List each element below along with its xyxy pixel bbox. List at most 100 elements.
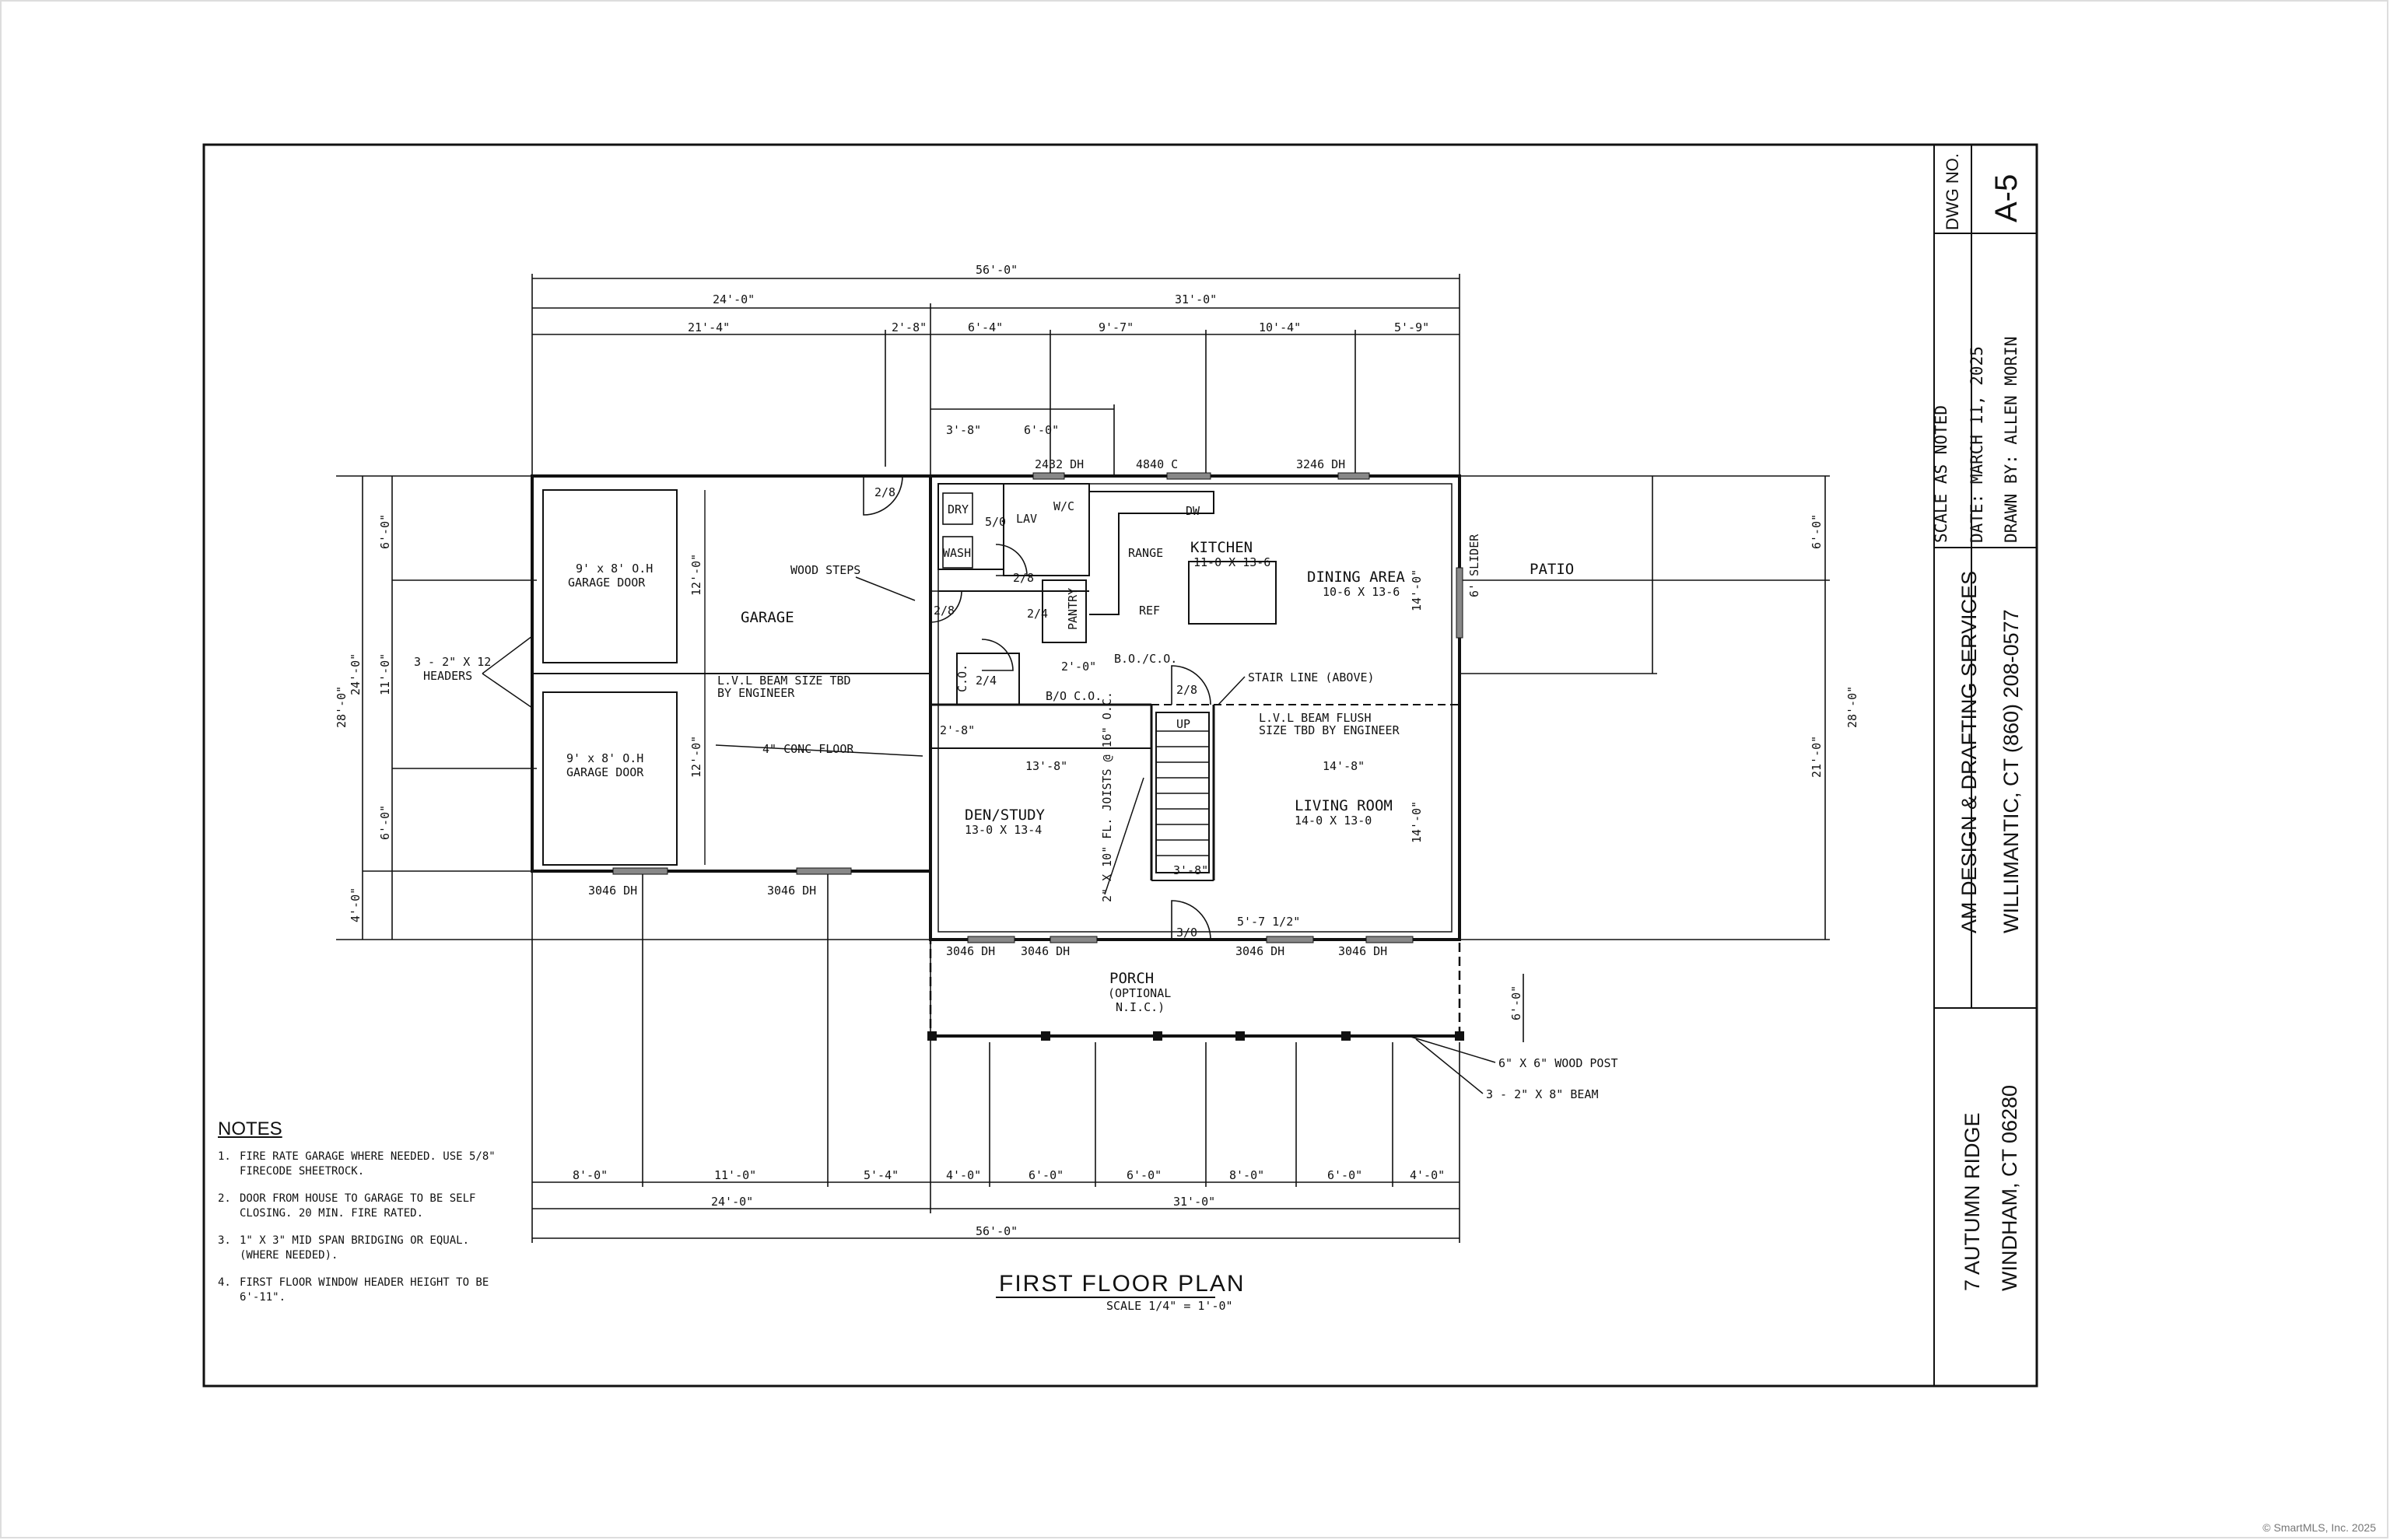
header-note: 3 - 2" X 12 xyxy=(414,655,491,669)
dim-left-sub-4: 4'-0" xyxy=(349,887,363,922)
door-tag-7: 3/0 xyxy=(1176,926,1197,940)
dim-top-sub-4: 9'-7" xyxy=(1099,320,1134,334)
room-living-size: 14-0 X 13-0 xyxy=(1295,814,1372,828)
window-bottom-3: 3046 DH xyxy=(946,944,995,958)
bo-co: B.O./C.O. xyxy=(1114,652,1177,666)
lvl-beam-2: L.V.L BEAM FLUSH xyxy=(1259,711,1372,725)
door-tag-5: 2/4 xyxy=(976,674,997,688)
dim-top-sub-5: 10'-4" xyxy=(1259,320,1301,334)
dim-den-width: 13'-8" xyxy=(1025,759,1067,773)
room-den: DEN/STUDY xyxy=(965,807,1046,824)
room-porch-note: (OPTIONAL xyxy=(1108,986,1171,1000)
note-item: 3.1" X 3" MID SPAN BRIDGING OR EQUAL. (W… xyxy=(218,1234,513,1263)
dim-bottom-total: 56'-0" xyxy=(976,1224,1018,1238)
wood-post-note: 6" X 6" WOOD POST xyxy=(1498,1056,1618,1070)
dim-garage-lower: 12'-0" xyxy=(689,736,703,778)
address-line-1: 7 AUTUMN RIDGE xyxy=(1961,1112,1984,1291)
dim-bottom-left: 24'-0" xyxy=(711,1195,753,1209)
dim-bottom-sub-1: 8'-0" xyxy=(573,1168,608,1182)
dimension-text: 56'-0" 24'-0" 31'-0" 21'-4" 2'-8" 6'-4" … xyxy=(335,263,1859,1238)
room-dw: DW xyxy=(1186,504,1200,518)
garage-door-2-size: 9' x 8' O.H xyxy=(566,751,643,765)
walls xyxy=(531,474,1461,1038)
dim-bottom-sub-2: 11'-0" xyxy=(714,1168,756,1182)
note-text: FIRST FLOOR WINDOW HEADER HEIGHT TO BE 6… xyxy=(240,1276,489,1304)
window-bottom-6: 3046 DH xyxy=(1338,944,1387,958)
dim-hall: 2'-0" xyxy=(1061,660,1096,674)
room-den-size: 13-0 X 13-4 xyxy=(965,823,1042,837)
wood-steps: WOOD STEPS xyxy=(790,563,860,577)
dim-bottom-sub-9: 4'-0" xyxy=(1410,1168,1445,1182)
dim-top-sub-2: 2'-8" xyxy=(892,320,927,334)
note-item: 4.FIRST FLOOR WINDOW HEADER HEIGHT TO BE… xyxy=(218,1276,513,1305)
dim-stair-width: 3'-8" xyxy=(1173,863,1208,877)
door-swings xyxy=(863,475,1211,940)
room-kitchen-size: 11-0 X 13-6 xyxy=(1193,555,1270,569)
dim-left-total: 28'-0" xyxy=(335,686,349,728)
company-name: AM DESIGN & DRAFTING SERVICES xyxy=(1957,571,1981,933)
leader-lines xyxy=(482,576,1496,1094)
dim-garage-upper: 12'-0" xyxy=(689,554,703,596)
note-text: FIRE RATE GARAGE WHERE NEEDED. USE 5/8" … xyxy=(240,1150,496,1178)
room-dry: DRY xyxy=(948,502,969,516)
joist-note: 2" X 10" FL. JOISTS @ 16" O.C. xyxy=(1100,691,1114,902)
note-number: 2. xyxy=(218,1192,231,1205)
window-bottom-1: 3046 DH xyxy=(588,884,637,898)
room-kitchen: KITCHEN xyxy=(1190,539,1253,556)
dim-living-depth: 14'-0" xyxy=(1410,801,1424,843)
notes-title: NOTES xyxy=(218,1118,282,1139)
room-porch: PORCH xyxy=(1109,970,1154,987)
dim-living-width: 14'-8" xyxy=(1323,759,1365,773)
stair-up: UP xyxy=(1176,717,1190,731)
dim-bottom-sub-8: 6'-0" xyxy=(1327,1168,1362,1182)
dim-right-sub-2: 21'-0" xyxy=(1810,736,1824,778)
dwg-no-label: DWG NO. xyxy=(1943,153,1962,230)
room-patio: PATIO xyxy=(1530,561,1574,578)
notes-section: NOTES 1.FIRE RATE GARAGE WHERE NEEDED. U… xyxy=(218,1118,513,1318)
room-lav: LAV xyxy=(1016,512,1037,526)
door-tag-4: 2/4 xyxy=(1027,607,1048,621)
dimension-lines xyxy=(336,274,1830,1243)
room-garage: GARAGE xyxy=(741,609,794,626)
room-pantry: PANTRY xyxy=(1066,588,1080,630)
dim-top-right: 31'-0" xyxy=(1175,292,1217,306)
room-dining-size: 10-6 X 13-6 xyxy=(1323,585,1400,599)
dim-bottom-sub-3: 5'-4" xyxy=(864,1168,899,1182)
drawing-date: DATE: MARCH 11, 2025 xyxy=(1968,346,1986,543)
dim-small-1: 3'-8" xyxy=(946,423,981,437)
dim-left-mid: 11'-0" xyxy=(378,653,392,695)
windows xyxy=(612,472,1463,943)
dim-top-sub-3: 6'-4" xyxy=(968,320,1003,334)
dim-bottom-right: 31'-0" xyxy=(1173,1195,1215,1209)
stair-line: STAIR LINE (ABOVE) xyxy=(1248,670,1375,684)
door-tag-1: 2/8 xyxy=(874,485,895,499)
dim-stair-run: 5'-7 1/2" xyxy=(1237,915,1300,929)
porch-posts xyxy=(927,1031,1464,1041)
room-ref: REF xyxy=(1139,604,1160,618)
dim-right-total: 28'-0" xyxy=(1845,686,1859,728)
dim-closet: 2'-8" xyxy=(940,723,975,737)
room-wash: WASH xyxy=(943,546,971,560)
note-text: 1" X 3" MID SPAN BRIDGING OR EQUAL. (WHE… xyxy=(240,1234,470,1262)
address-line-2: WINDHAM, CT 06280 xyxy=(1998,1085,2021,1291)
dim-left-sub-1: 6'-0" xyxy=(378,514,392,549)
dim-top-left: 24'-0" xyxy=(713,292,755,306)
lvl-beam-1b: BY ENGINEER xyxy=(717,686,795,700)
lvl-beam-1: L.V.L BEAM SIZE TBD xyxy=(717,674,851,688)
dim-right-sub-1: 6'-0" xyxy=(1810,514,1824,549)
door-tag-6: 2/8 xyxy=(1176,683,1197,697)
dim-top-sub-6: 5'-9" xyxy=(1394,320,1429,334)
dim-small-2: 6'-0" xyxy=(1024,423,1059,437)
plan-scale: SCALE 1/4" = 1'-0" xyxy=(1106,1299,1233,1313)
header-note-b: HEADERS xyxy=(423,669,472,683)
room-range: RANGE xyxy=(1128,546,1163,560)
door-tag-8: 5/0 xyxy=(985,515,1006,529)
company-location: WILLIMANTIC, CT (860) 208-0577 xyxy=(1999,609,2023,933)
dwg-no: A-5 xyxy=(1989,174,2024,222)
garage-door-2-type: GARAGE DOOR xyxy=(566,765,644,779)
annotation-labels: 9' x 8' O.H GARAGE DOOR 9' x 8' O.H GARA… xyxy=(414,457,1618,1101)
conc-floor: 4" CONC FLOOR xyxy=(762,742,854,756)
dim-left-sub-2: 24'-0" xyxy=(349,653,363,695)
window-top-2: 4840 C xyxy=(1136,457,1178,471)
